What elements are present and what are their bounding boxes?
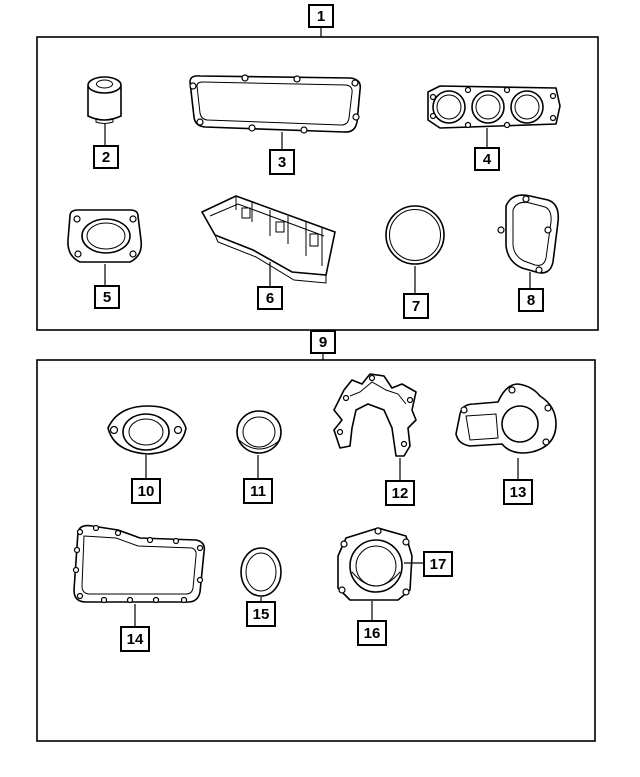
part-8-plenum-gasket[interactable] [497,194,560,274]
callout-8-label: 8 [527,292,535,309]
part-7-o-ring[interactable] [385,205,445,265]
callout-17[interactable]: 17 [423,551,453,577]
part-14-oil-pan-gasket[interactable] [72,524,206,604]
callout-2[interactable]: 2 [93,145,119,169]
callout-4[interactable]: 4 [474,147,500,171]
callout-13-label: 13 [510,484,527,501]
callout-8[interactable]: 8 [518,288,544,312]
callout-14[interactable]: 14 [120,626,150,652]
callout-3[interactable]: 3 [269,149,295,175]
part-3-valve-cover-gasket[interactable] [189,74,362,134]
callout-2-label: 2 [102,149,110,166]
part-15-seal[interactable] [240,547,282,597]
part-16-rear-seal-retainer[interactable] [337,527,413,601]
part-6-intake-gasket[interactable] [200,195,336,284]
callout-5[interactable]: 5 [94,285,120,309]
callout-13[interactable]: 13 [503,479,533,505]
part-4-head-gasket[interactable] [427,85,561,129]
callout-16-label: 16 [364,625,381,642]
callout-7[interactable]: 7 [403,293,429,319]
part-11-seal[interactable] [236,410,282,454]
callout-3-label: 3 [278,154,286,171]
group-1-frame [36,36,599,331]
callout-5-label: 5 [103,289,111,306]
callout-10[interactable]: 10 [131,478,161,504]
callout-9[interactable]: 9 [310,330,336,354]
callout-1[interactable]: 1 [308,4,334,28]
part-10-flange-seal[interactable] [107,405,187,455]
callout-17-label: 17 [430,556,447,573]
callout-11-label: 11 [250,483,266,500]
callout-6[interactable]: 6 [257,286,283,310]
callout-9-label: 9 [319,334,327,351]
part-5-flange-gasket[interactable] [67,209,143,263]
part-2-insulator[interactable] [87,76,122,124]
callout-7-label: 7 [412,298,420,315]
callout-6-label: 6 [266,290,274,307]
callout-12[interactable]: 12 [385,480,415,506]
part-13-water-pump-gasket[interactable] [455,383,557,454]
callout-1-label: 1 [317,8,325,25]
callout-15-label: 15 [253,606,270,623]
callout-12-label: 12 [392,485,409,502]
callout-10-label: 10 [138,483,155,500]
group-9-frame [36,359,596,742]
callout-11[interactable]: 11 [243,478,273,504]
part-12-timing-cover-gasket[interactable] [333,373,417,457]
callout-4-label: 4 [483,151,492,168]
callout-16[interactable]: 16 [357,620,387,646]
part-17-rear-main-seal[interactable] [349,539,403,593]
callout-14-label: 14 [127,631,144,648]
callout-15[interactable]: 15 [246,601,276,627]
